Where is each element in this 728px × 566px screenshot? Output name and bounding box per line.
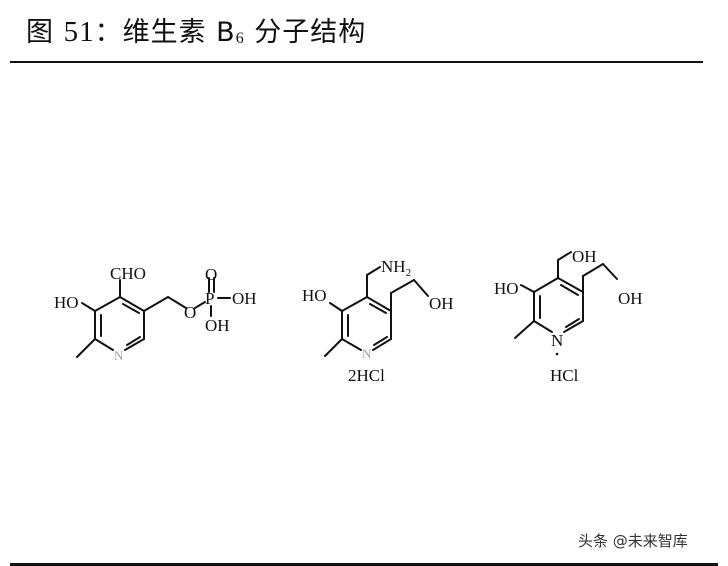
watermark: 头条 @未来智库	[578, 532, 688, 550]
m3-oh-right-label: OH	[618, 289, 643, 308]
m3-ho-label: HO	[494, 279, 519, 298]
molecule-2-structure	[324, 266, 429, 357]
m3-oh-top-label: OH	[572, 247, 597, 266]
m1-p-label: P	[205, 289, 214, 308]
m2-nh2-label: NH2	[381, 257, 411, 279]
bottom-divider	[10, 563, 718, 566]
figure-title: 图 51：维生素 B6 分子结构	[26, 10, 366, 49]
m3-n-dot	[555, 352, 559, 356]
title-tail: 分子结构	[244, 17, 367, 48]
figure-number: 51	[63, 16, 95, 48]
m2-ho-label: HO	[302, 286, 327, 305]
title-subscript: 6	[235, 30, 245, 47]
top-divider	[10, 61, 703, 63]
m1-ho-label: HO	[54, 293, 79, 312]
m3-n-label: N	[551, 331, 563, 350]
m1-oh-bottom-label: OH	[205, 316, 230, 335]
m2-oh-label: OH	[429, 294, 454, 313]
m1-n-label: N	[114, 348, 124, 363]
title-main: 维生素 B	[122, 17, 236, 48]
title-separator: ：	[94, 17, 123, 48]
m1-cho-label: CHO	[110, 264, 146, 283]
molecule-1-structure	[76, 277, 231, 358]
m1-o-double-label: O	[205, 265, 217, 284]
m2-salt-label: 2HCl	[348, 366, 385, 385]
m2-n-label: N	[362, 346, 372, 361]
m3-salt-label: HCl	[550, 366, 579, 385]
m1-oh-right-label: OH	[232, 289, 257, 308]
figure-label: 图	[26, 17, 54, 48]
molecule-3-structure	[514, 251, 618, 339]
m1-o-ester-label: O	[184, 303, 196, 322]
